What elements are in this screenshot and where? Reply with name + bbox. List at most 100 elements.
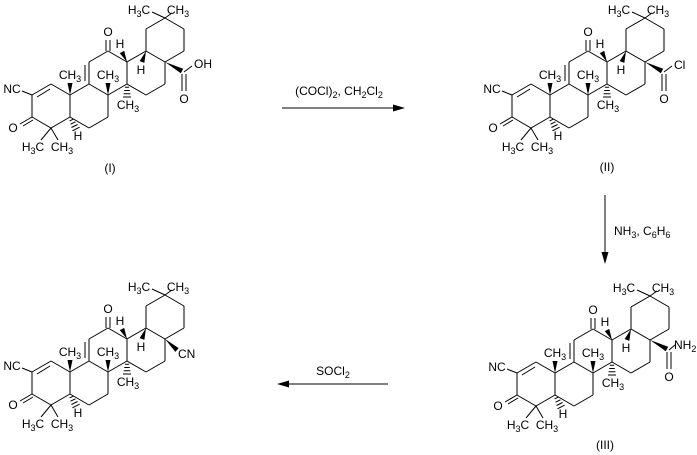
atom-label: O [588,303,597,317]
bond [506,368,518,374]
double-bond [499,116,513,125]
atom-label: H [596,37,605,51]
compound-label: (II) [600,160,615,174]
bond [126,360,147,373]
wedge-bond [619,51,626,63]
hash-bond [69,118,74,122]
arrowhead-icon [277,380,289,388]
atom-label: NC [488,360,506,374]
atom-label: H3C [22,417,45,433]
atom-label: CH3 [167,280,189,296]
double-bond [516,88,531,98]
atom-label: CH3 [117,98,139,114]
double-bond [19,393,33,402]
hash-bond [72,403,80,409]
atom-label: CH3 [582,346,604,362]
bond [50,393,71,406]
atom-label: O [103,302,112,316]
bond [606,83,627,96]
atom-label: CH3 [97,68,119,84]
bond [31,116,52,129]
atom-label: O [103,25,112,39]
atom-label: Cl [674,58,685,72]
bond [516,394,537,407]
atom-label: CH3 [51,417,73,433]
atom-label: H [617,63,626,77]
atom-label: NH2 [674,338,696,354]
double-bond [36,365,51,375]
atom-label: CH3 [59,345,81,361]
wedge-bond [599,50,607,62]
wedge-bond [165,62,184,74]
bond [644,17,665,30]
bond [107,50,128,63]
double-bond [516,361,537,374]
arrowhead-icon [601,252,609,264]
wedge-bond [119,327,127,339]
hash-bond [552,126,560,132]
bond [587,83,608,96]
bond [40,127,52,141]
double-bond [22,119,34,127]
hash-bond [554,396,559,400]
bond [606,50,627,63]
double-bond [31,360,52,373]
bond [568,116,589,129]
atom-label: H [74,406,83,420]
bond [644,12,653,19]
bond [668,344,676,351]
bond [21,90,33,96]
bond [611,361,632,374]
atom-label: CH3 [544,346,566,362]
wedge-bond [624,329,631,341]
bond [88,50,109,63]
atom-label: H [622,341,631,355]
bond [573,394,594,407]
atom-label: H [554,129,563,143]
bond [107,83,128,96]
atom-label: CH3 [647,3,669,19]
hash-bond [71,124,78,128]
bond [535,394,556,407]
atom-label: H [137,340,146,354]
atom-label: H3C [613,281,636,297]
bond [573,328,594,341]
atom-label: O [493,399,502,413]
bond [511,116,532,129]
bond [631,11,646,19]
bond [145,17,166,30]
bond [126,50,147,63]
atom-label: CH3 [531,140,553,156]
atom-label: H [116,314,125,328]
atom-label: H3C [128,280,151,296]
bond [164,12,173,19]
atom-label: H3C [608,3,631,19]
atom-label: CH3 [539,68,561,84]
bond [568,83,589,96]
bond [107,360,128,373]
atom-label: NC [483,82,501,96]
hash-bond [555,399,561,403]
bond [587,50,608,63]
bond [530,116,551,129]
bond [145,327,166,340]
wedge-bond [67,83,73,95]
bond [535,405,544,419]
bond [164,327,185,340]
atom-label: O [8,121,17,135]
atom-label: H [116,37,125,51]
compound-label: (III) [596,438,614,452]
atom-label: H3C [507,418,530,434]
hash-bond [72,126,80,132]
atom-label: CN [178,347,195,361]
bond [649,328,670,341]
bond [611,328,632,341]
bond [164,50,185,63]
atom-label: H [559,407,568,421]
atom-label: O [583,25,592,39]
bond [625,17,646,30]
